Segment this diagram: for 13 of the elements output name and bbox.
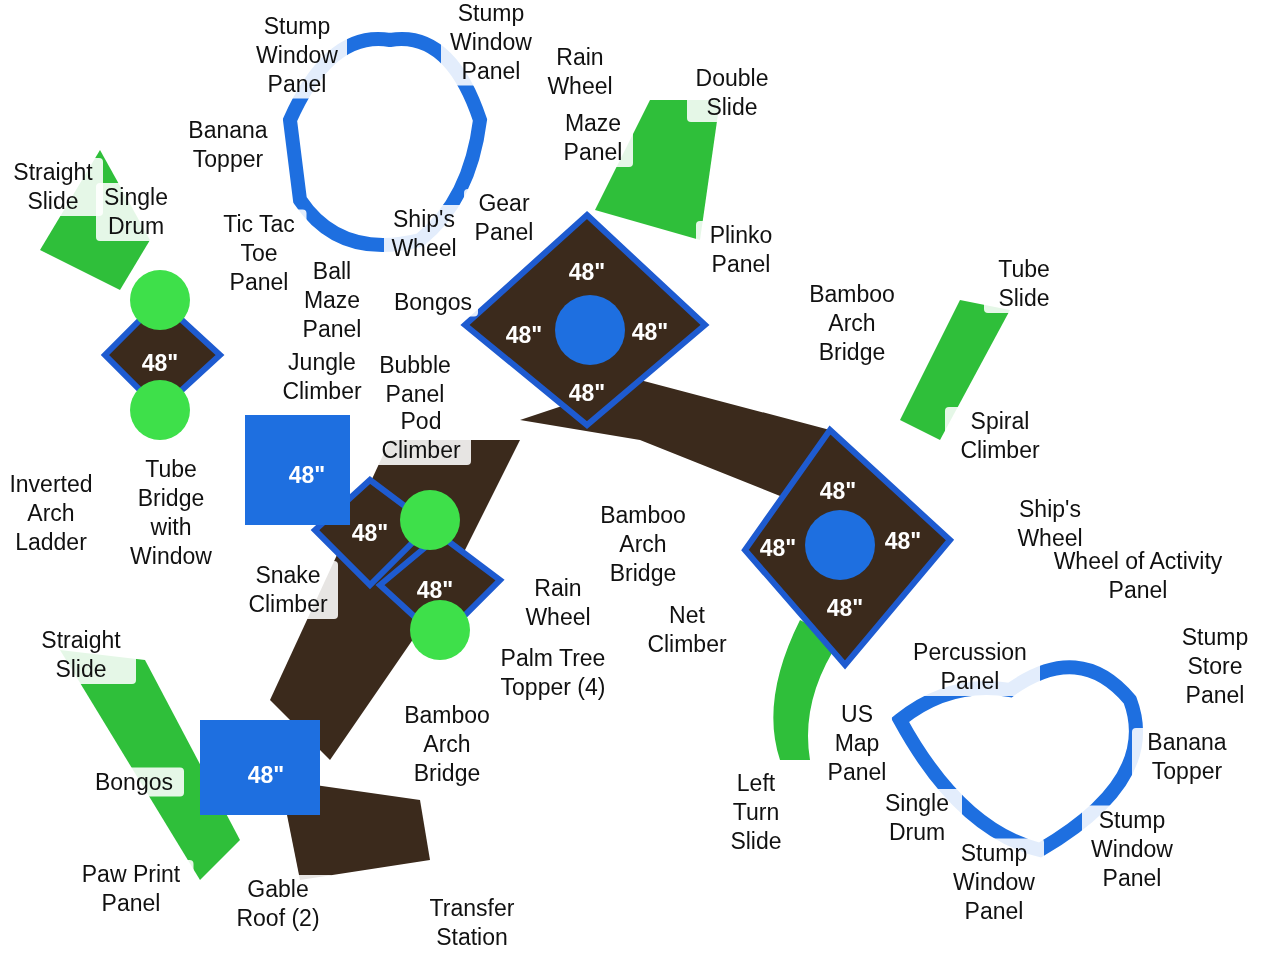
height-label: 48" — [631, 318, 669, 346]
height-label: 48" — [759, 534, 797, 562]
height-label: 48" — [247, 761, 285, 789]
height-label: 48" — [826, 594, 864, 622]
height-label: 48" — [288, 461, 326, 489]
height-label: 48" — [819, 477, 857, 505]
height-label: 48" — [568, 379, 606, 407]
height-label: 48" — [568, 258, 606, 286]
height-label: 48" — [351, 519, 389, 547]
height-label: 48" — [416, 576, 454, 604]
height-label: 48" — [505, 321, 543, 349]
height-label: 48" — [884, 527, 922, 555]
height-label: 48" — [141, 349, 179, 377]
